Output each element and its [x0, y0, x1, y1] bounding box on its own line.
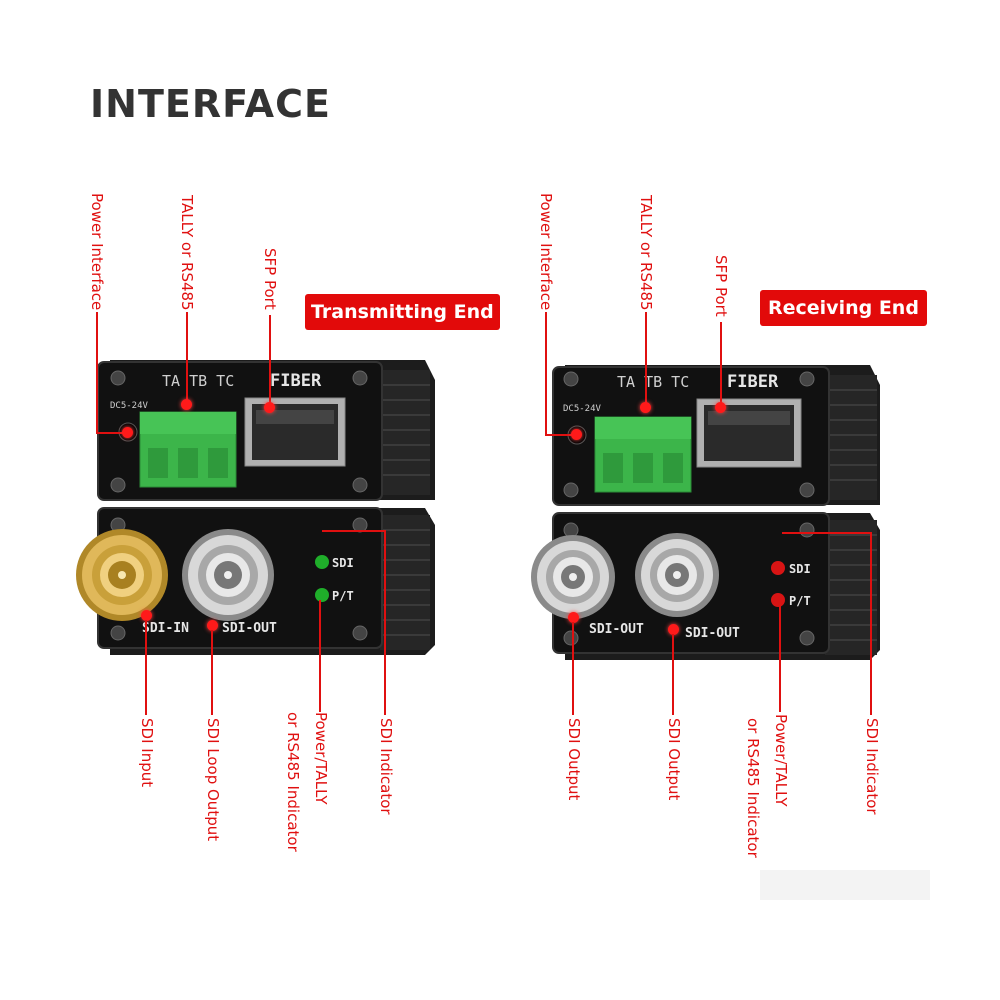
rx-sdi-output1-label: SDI Output: [565, 718, 583, 801]
tx-tally-dot: [181, 399, 192, 410]
tx-sdi-led: [315, 555, 329, 569]
tx-tally-label: TALLY or RS485: [178, 195, 196, 311]
tx-pt-line: [319, 600, 321, 712]
tx-port1-label: SDI-IN: [142, 621, 189, 636]
rx-terminal-text: TA TB TC: [617, 373, 689, 391]
receiving-end-badge: Receiving End: [760, 290, 927, 326]
tx-terminal-block: [139, 411, 237, 488]
tx-power-tally-label: Power/TALLY: [312, 712, 330, 805]
rx-sdi-out1-dot: [568, 612, 579, 623]
page-title: INTERFACE: [90, 82, 331, 126]
receiver-device: TA TB TC FIBER DC5-24V SDI P/T SDI-OUT S…: [531, 365, 880, 660]
tx-sdi-loop-label: SDI Loop Output: [204, 718, 222, 842]
tx-port2-label: SDI-OUT: [222, 621, 277, 636]
transmitting-end-badge: Transmitting End: [305, 294, 500, 330]
rx-led2-label: P/T: [789, 594, 811, 608]
rx-fiber-text: FIBER: [727, 372, 779, 392]
tx-sfp-dot: [264, 402, 275, 413]
rx-power-line: [545, 312, 547, 434]
rx-tally-label: TALLY or RS485: [637, 195, 655, 311]
tx-fiber-text: FIBER: [270, 371, 322, 391]
tx-led2-label: P/T: [332, 589, 354, 603]
rx-sdi-ind-hline: [782, 532, 872, 534]
rx-sdi-out2-line: [672, 634, 674, 715]
tx-sfp-port: [244, 397, 346, 467]
tx-sdi-in-dot: [141, 610, 152, 621]
tx-sdi-in-line: [145, 620, 147, 715]
transmitter-device: TA TB TC FIBER DC5-24V SDI P/T SDI-IN: [76, 360, 435, 655]
rx-sdi-out1-line: [572, 622, 574, 715]
rx-led1-label: SDI: [789, 562, 811, 576]
tx-rs485-indicator-label: or RS485 Indicator: [284, 712, 302, 852]
rx-sdi-indicator-label: SDI Indicator: [863, 718, 881, 815]
rx-power-interface-label: Power Interface: [537, 193, 555, 311]
tx-power-hline: [96, 432, 126, 434]
rx-rs485-indicator-label: or RS485 Indicator: [744, 718, 762, 858]
tx-tally-line: [186, 312, 188, 404]
rx-sdi-output2-label: SDI Output: [665, 718, 683, 801]
rx-dc-text: DC5-24V: [563, 404, 602, 414]
tx-sfp-line: [269, 315, 271, 407]
tx-pt-led: [315, 588, 329, 602]
rx-sfp-dot: [715, 402, 726, 413]
rx-sdi-out2-connector: [635, 533, 719, 617]
rx-sfp-label: SFP Port: [712, 255, 730, 317]
tx-sdi-ind-hline: [322, 530, 386, 532]
rx-port1-label: SDI-OUT: [589, 622, 644, 637]
tx-power-interface-label: Power Interface: [88, 193, 106, 311]
tx-sdi-loop-line: [211, 630, 213, 715]
rx-sdi-out1-connector: [531, 535, 615, 619]
rx-sfp-port: [696, 398, 802, 468]
rx-power-hline: [545, 434, 575, 436]
rx-pt-line: [779, 606, 781, 712]
tx-sdi-in-connector: [76, 529, 168, 621]
rx-port2-label: SDI-OUT: [685, 626, 740, 641]
tx-power-line: [96, 312, 98, 432]
rx-sdi-led: [771, 561, 785, 575]
rx-sdi-ind-line: [870, 532, 872, 715]
rx-power-tally-label: Power/TALLY: [772, 714, 790, 807]
tx-sdi-input-label: SDI Input: [138, 718, 156, 788]
rx-sfp-line: [720, 322, 722, 406]
tx-sdi-indicator-label: SDI Indicator: [377, 718, 395, 815]
rx-power-dot: [571, 429, 582, 440]
tx-led1-label: SDI: [332, 556, 354, 570]
tx-sfp-label: SFP Port: [261, 248, 279, 310]
rx-tally-line: [645, 312, 647, 406]
tx-sdi-out-connector: [182, 529, 274, 621]
tx-dc-text: DC5-24V: [110, 401, 149, 411]
tx-sdi-loop-dot: [207, 620, 218, 631]
rx-terminal-block: [594, 416, 692, 493]
rx-tally-dot: [640, 402, 651, 413]
tx-power-dot: [122, 427, 133, 438]
background-shadow: [760, 870, 930, 900]
rx-sdi-out2-dot: [668, 624, 679, 635]
rx-pt-led: [771, 593, 785, 607]
tx-sdi-ind-line: [384, 530, 386, 715]
tx-terminal-text: TA TB TC: [162, 372, 234, 390]
